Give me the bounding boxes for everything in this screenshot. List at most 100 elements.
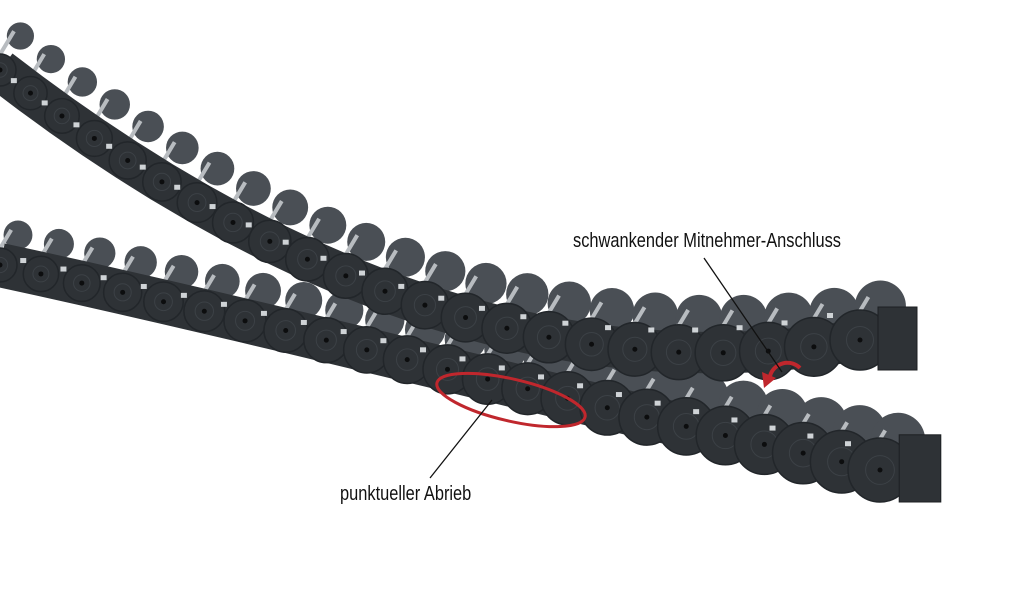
link-ring [154,292,173,312]
link-pin [230,219,236,225]
chain-link [0,247,18,283]
back-side-plate [385,237,425,277]
link-pin [877,467,883,473]
link-ring [223,212,243,233]
link-ring [579,331,604,357]
abrasion-highlight-ellipse [435,371,587,429]
link-pin [422,302,428,308]
link-ring [754,337,782,365]
link-clip [100,275,107,281]
link-pin [120,289,126,295]
link-pin [343,273,349,279]
back-side-plate [99,89,130,120]
back-side-plate [200,151,235,186]
leader-line-top [703,257,783,373]
link-clip [359,270,365,276]
mounting-bracket [877,306,918,371]
link-clip [693,409,700,415]
link-clip [340,329,347,335]
link-pin [720,350,726,356]
link-ring [73,274,91,292]
link-pin [323,337,329,343]
link-clip [209,204,216,210]
mounting-bracket [898,434,942,503]
link-clip [106,143,113,149]
link-ring [374,280,396,303]
link-clip [731,417,738,423]
link-clip [180,292,187,298]
link-ring [315,329,337,351]
link-ring [435,357,460,381]
link-clip [41,100,48,106]
back-side-plate [309,206,347,244]
link-ring [118,151,137,170]
link-ring [259,231,280,252]
link-clip [807,433,814,439]
link-pin [364,347,370,353]
back-side-plate [245,272,281,309]
link-clip [245,222,252,228]
link-pin [589,341,595,347]
link-clip [478,305,485,311]
back-side-plate [43,228,74,259]
link-clip [781,320,788,326]
back-side-plate [272,189,309,226]
link-ring [536,325,561,350]
link-pin [382,288,388,294]
link-pin [839,459,845,465]
link-pin [0,262,3,268]
link-clip [282,239,289,245]
link-pin [304,256,310,262]
link-ring [495,316,519,340]
link-ring [475,367,500,391]
back-side-plate [124,246,157,279]
link-pin [811,344,817,350]
link-clip [845,441,851,447]
link-pin [59,113,65,119]
link-ring [622,336,648,362]
link-ring [555,385,581,411]
link-ring [413,294,437,317]
back-side-plate [164,254,199,289]
link-pin [546,334,552,340]
link-clip [320,255,327,261]
link-pin [857,337,863,343]
link-ring [152,172,172,192]
link-pin [485,376,491,382]
link-ring [194,301,214,321]
link-ring [454,306,477,329]
link-ring [32,265,50,283]
link-clip [498,365,505,371]
link-clip [827,313,833,318]
link-pin [91,135,97,141]
link-pin [27,90,33,96]
link-pin [0,67,3,73]
rotation-arrowhead-icon [762,372,776,388]
link-clip [174,184,181,190]
link-clip [648,327,655,333]
link-ring [395,348,419,371]
link-pin [79,280,85,286]
link-pin [159,179,165,185]
link-clip [577,383,584,389]
link-clip [438,295,445,301]
link-clip [60,266,67,272]
link-clip [654,400,661,406]
link-ring [53,107,71,125]
back-side-plate [425,251,466,292]
back-side-plate [6,22,34,50]
link-pin [504,325,510,331]
link-ring [865,455,895,485]
annotation-swinging-connector: schwankender Mitnehmer-Anschluss [573,230,841,252]
back-side-plate [132,110,164,143]
link-pin [632,346,638,352]
link-clip [769,425,776,431]
link-ring [515,376,540,401]
link-ring [22,85,39,102]
link-clip [538,374,545,380]
back-side-plate [36,44,66,74]
link-ring [297,248,318,270]
link-ring [335,265,357,287]
link-pin [161,299,167,305]
